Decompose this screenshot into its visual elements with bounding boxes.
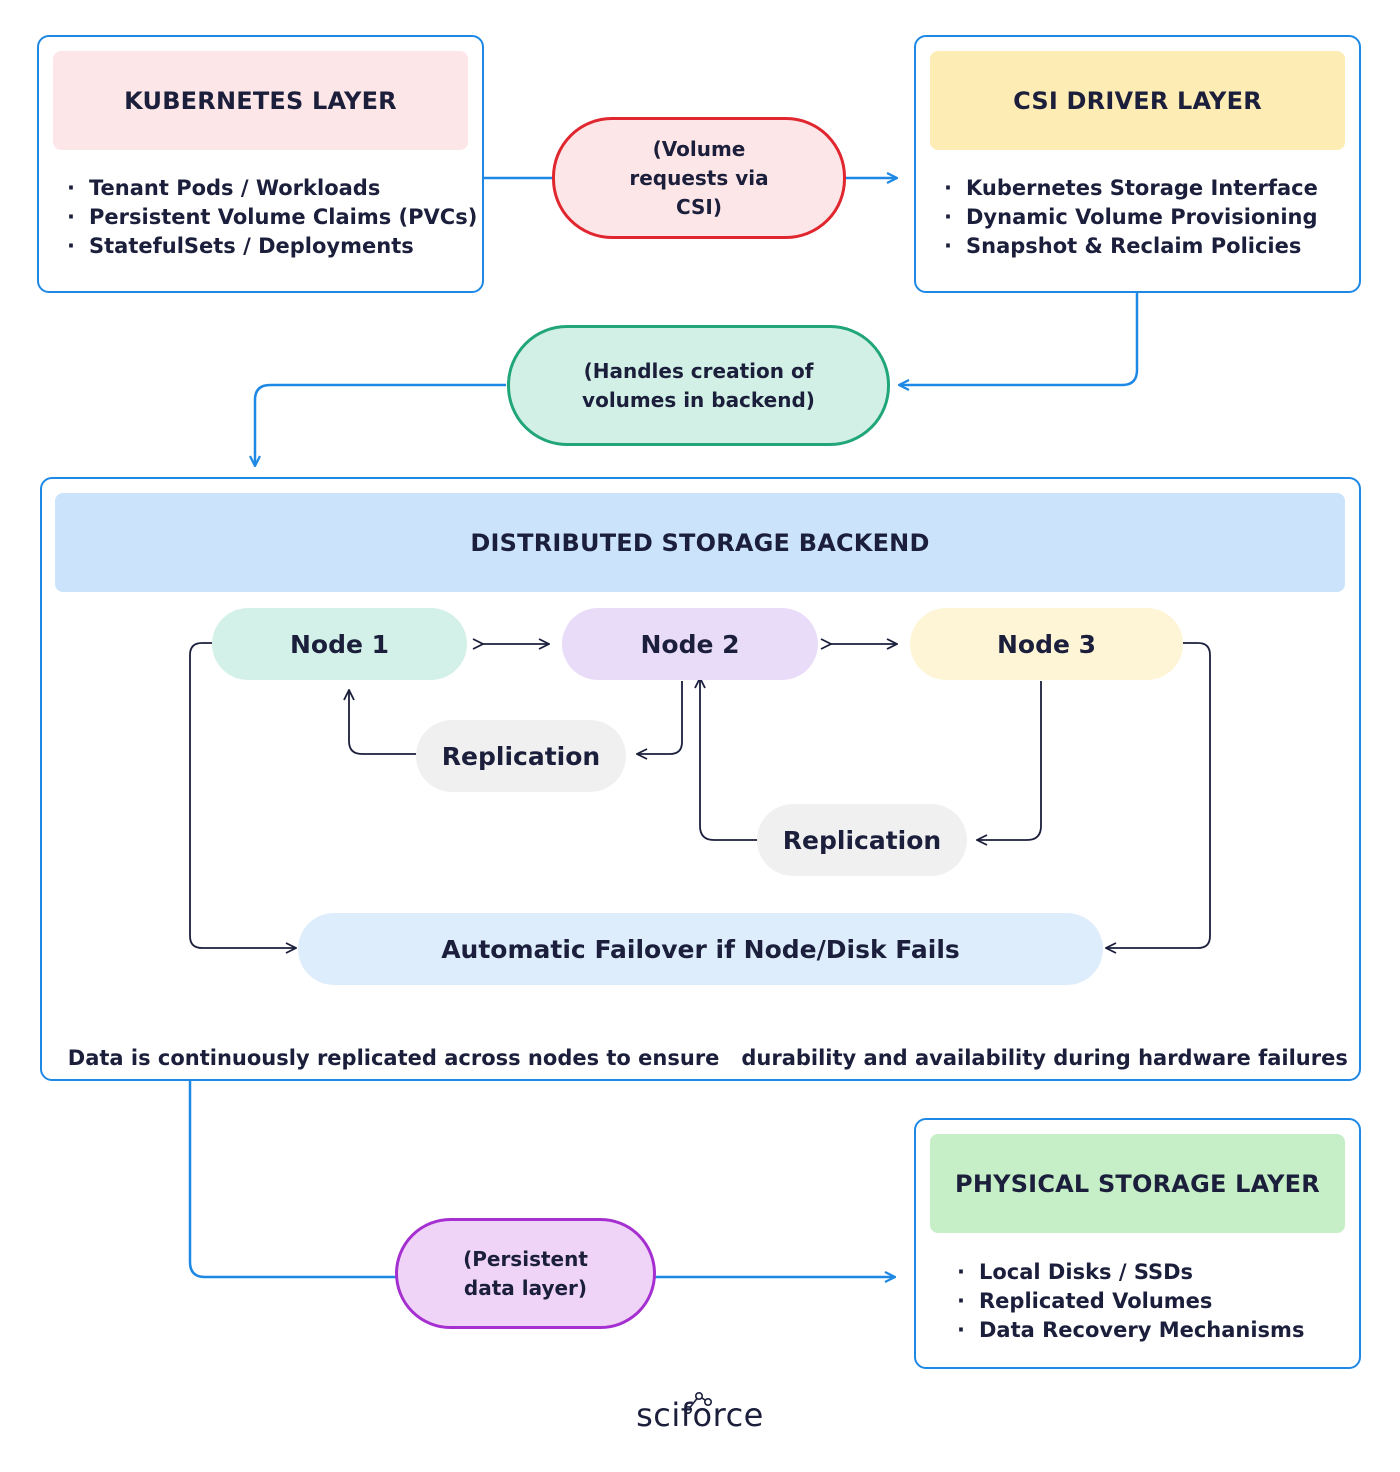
- replication-pill-1: Replication: [416, 720, 626, 792]
- replication-label: Replication: [782, 825, 942, 855]
- pill-line: (Volume: [652, 136, 746, 161]
- csi-layer-title: CSI DRIVER LAYER: [1013, 86, 1262, 115]
- persistent-data-pill: (Persistent data layer): [395, 1218, 656, 1329]
- node3-to-replication2-arrow: [977, 681, 1042, 840]
- list-item: Kubernetes Storage Interface: [944, 174, 1318, 203]
- node3-to-failover-arrow: [1106, 642, 1211, 948]
- pill-line: (Persistent: [463, 1246, 588, 1271]
- replication1-to-node1-arrow: [349, 690, 416, 755]
- backend-note: Data is continuously replicated across n…: [40, 1022, 1361, 1070]
- backend-note-text: Data is continuously replicated across n…: [67, 1046, 1348, 1070]
- handles-to-backend-arrow: [255, 383, 506, 466]
- list-item: Persistent Volume Claims (PVCs): [67, 203, 477, 232]
- node-label: Node 1: [289, 629, 390, 659]
- backend-header: DISTRIBUTED STORAGE BACKEND: [55, 493, 1345, 592]
- list-item: Tenant Pods / Workloads: [67, 174, 477, 203]
- handles-creation-pill: (Handles creation of volumes in backend): [507, 325, 890, 446]
- backend-to-persistent-line: [188, 1080, 396, 1279]
- list-item: Local Disks / SSDs: [957, 1258, 1304, 1287]
- kubernetes-layer-list: Tenant Pods / Workloads Persistent Volum…: [67, 174, 477, 261]
- volume-requests-pill: (Volume requests via CSI): [552, 117, 846, 239]
- pill-line: (Handles creation of: [583, 358, 814, 383]
- pill-line: CSI): [675, 194, 723, 219]
- replication-label: Replication: [441, 741, 601, 771]
- node-label: Node 3: [996, 629, 1097, 659]
- list-item: Dynamic Volume Provisioning: [944, 203, 1318, 232]
- replication-pill-2: Replication: [757, 804, 967, 876]
- node1-to-failover-arrow: [189, 642, 296, 948]
- pill-line: data layer): [463, 1275, 588, 1300]
- list-item: Data Recovery Mechanisms: [957, 1316, 1304, 1345]
- physical-layer-header: PHYSICAL STORAGE LAYER: [930, 1134, 1345, 1233]
- node-1: Node 1: [212, 608, 467, 680]
- sciforce-logo: sciforce: [600, 1388, 800, 1438]
- logo-mark-icon: [684, 1392, 713, 1414]
- kubernetes-layer-title: KUBERNETES LAYER: [124, 86, 397, 115]
- physical-layer-title: PHYSICAL STORAGE LAYER: [955, 1169, 1320, 1198]
- csi-to-handles-arrow: [899, 292, 1139, 385]
- list-item: Replicated Volumes: [957, 1287, 1304, 1316]
- backend-title: DISTRIBUTED STORAGE BACKEND: [470, 528, 930, 557]
- node-label: Node 2: [640, 629, 740, 659]
- pill-line: requests via: [629, 165, 769, 190]
- node-2: Node 2: [562, 608, 818, 680]
- logo-wordmark: sciforce: [636, 1396, 764, 1434]
- failover-pill: Automatic Failover if Node/Disk Fails: [298, 913, 1103, 985]
- node-3: Node 3: [910, 608, 1183, 680]
- pill-line: volumes in backend): [582, 387, 815, 412]
- physical-layer-list: Local Disks / SSDs Replicated Volumes Da…: [957, 1258, 1304, 1345]
- csi-layer-header: CSI DRIVER LAYER: [930, 51, 1345, 150]
- failover-label: Automatic Failover if Node/Disk Fails: [441, 934, 960, 964]
- backend-box: [40, 477, 1361, 1081]
- kubernetes-layer-header: KUBERNETES LAYER: [53, 51, 468, 150]
- list-item: StatefulSets / Deployments: [67, 232, 477, 261]
- replication2-to-node2-arrow: [700, 678, 758, 841]
- node2-to-replication1-arrow: [637, 681, 683, 754]
- csi-layer-list: Kubernetes Storage Interface Dynamic Vol…: [944, 174, 1318, 261]
- list-item: Snapshot & Reclaim Policies: [944, 232, 1318, 261]
